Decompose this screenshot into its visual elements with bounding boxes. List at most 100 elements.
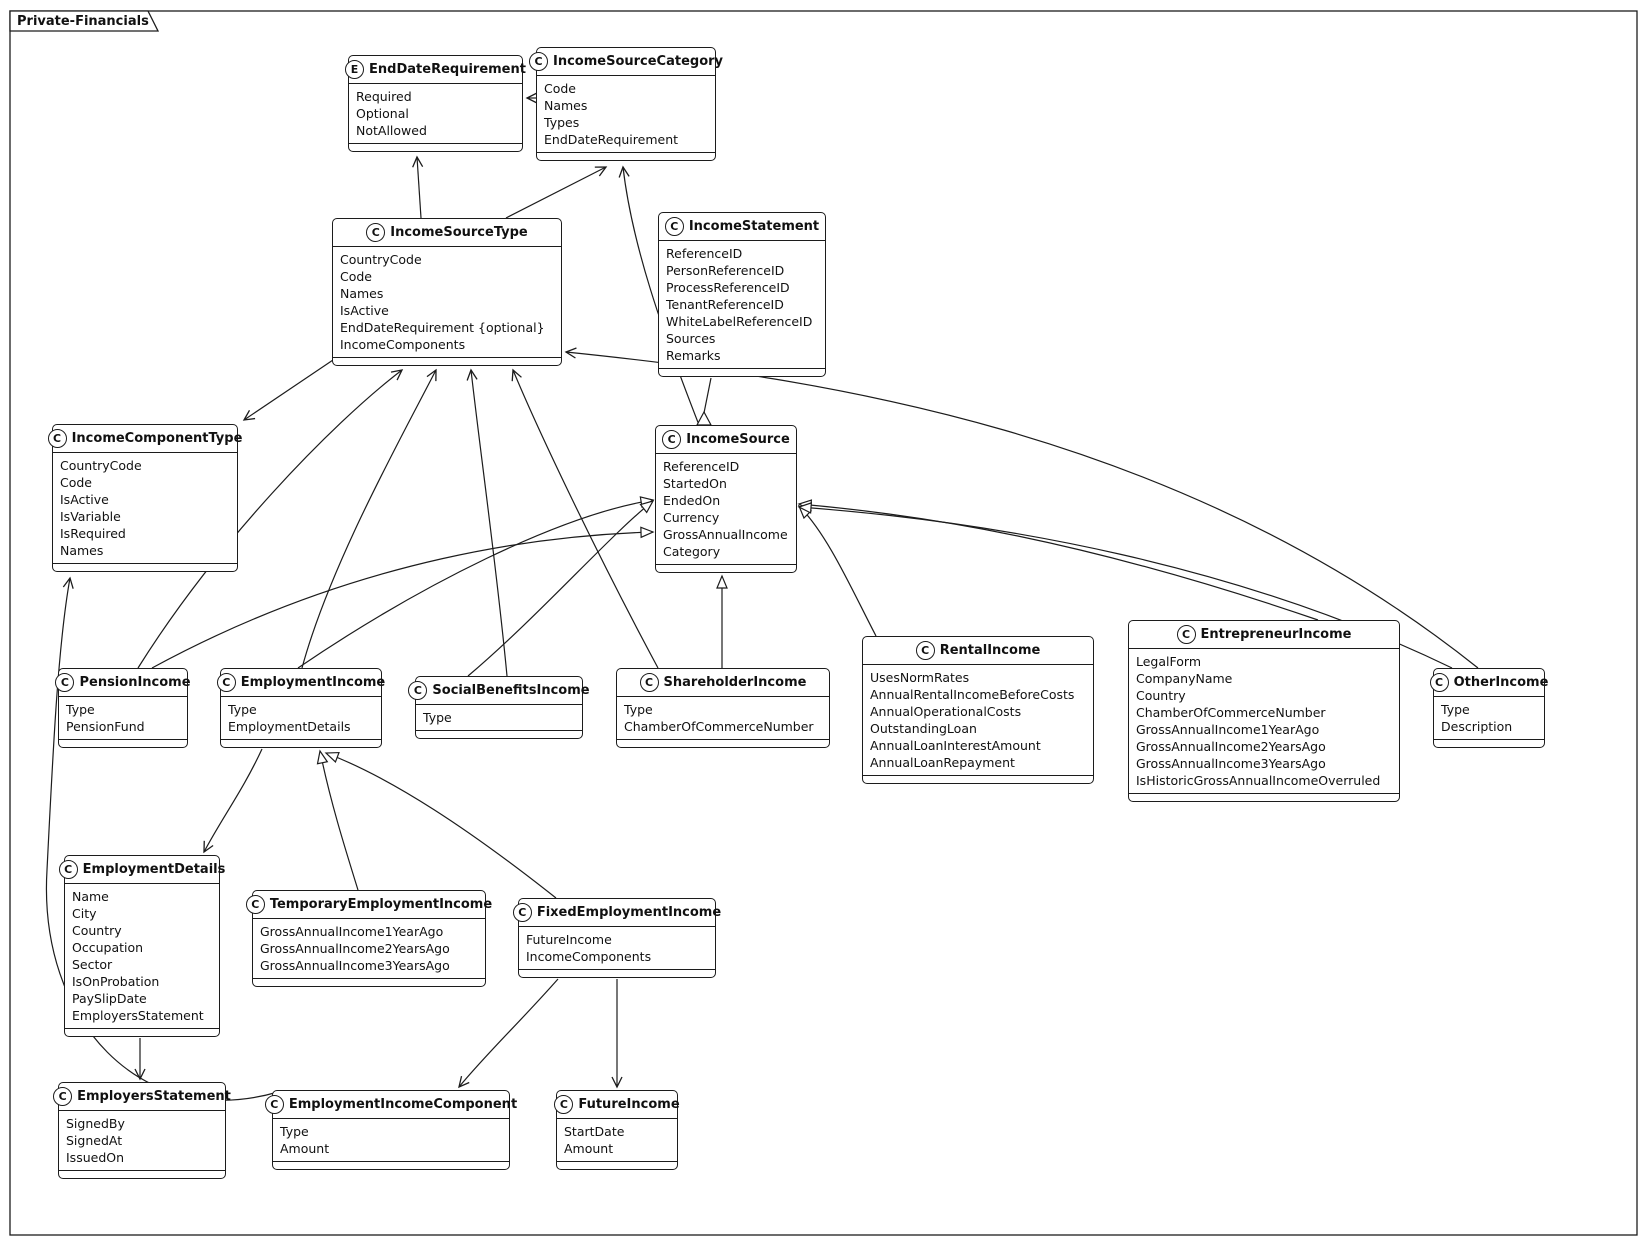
attribute: UsesNormRates (870, 670, 970, 685)
class-name: OtherIncome (1453, 675, 1549, 690)
methods-compartment-empty (65, 1028, 219, 1036)
attribute: IsVariable (60, 509, 121, 524)
attribute: GrossAnnualIncome2YearsAgo (1136, 739, 1326, 754)
attribute: AnnualRentalIncomeBeforeCosts (870, 687, 1075, 702)
attribute: ProcessReferenceID (666, 280, 790, 295)
attribute: EmploymentDetails (228, 719, 351, 734)
rel-IncomeStatement-IncomeSource (703, 377, 712, 414)
attribute: ReferenceID (666, 246, 743, 261)
attribute: Names (340, 286, 384, 301)
class-badge-icon: C (47, 429, 67, 448)
rel-TemporaryEmploymentIncome-EmploymentIncome (316, 749, 359, 891)
class-badge-icon: C (1429, 673, 1449, 692)
methods-compartment-empty (349, 143, 522, 151)
attribute: EmployersStatement (72, 1008, 204, 1023)
attribute: SignedAt (66, 1133, 123, 1148)
attribute: Optional (356, 106, 409, 121)
class-badge-icon: C (664, 217, 684, 236)
class-header: C IncomeStatement (659, 213, 825, 241)
attribute: OutstandingLoan (870, 721, 977, 736)
attribute: GrossAnnualIncome (663, 527, 788, 542)
class-name: TemporaryEmploymentIncome (269, 897, 493, 912)
attribute: GrossAnnualIncome1YearAgo (1136, 722, 1320, 737)
methods-compartment-empty (221, 739, 381, 747)
attribute: GrossAnnualIncome1YearAgo (260, 924, 444, 939)
class-name: IncomeStatement (688, 219, 820, 234)
attribute: Code (544, 81, 577, 96)
attribute: Type (66, 702, 95, 717)
attribute: Type (423, 710, 452, 725)
attribute: IncomeComponents (526, 949, 652, 964)
attribute: Sources (666, 331, 716, 346)
attribute: ReferenceID (663, 459, 740, 474)
rel-IncomeSource-IncomeSourceCategory (618, 165, 700, 426)
attribute: CountryCode (340, 252, 422, 267)
attribute: StartDate (564, 1124, 625, 1139)
class-badge-icon: C (245, 895, 265, 914)
methods-compartment-empty (1129, 793, 1399, 801)
attribute: SignedBy (66, 1116, 125, 1131)
class-badge-icon: C (662, 430, 682, 449)
attribute: GrossAnnualIncome3YearsAgo (260, 958, 450, 973)
class-name: EntrepreneurIncome (1200, 627, 1352, 642)
attribute: AnnualLoanInterestAmount (870, 738, 1041, 753)
attribute: EndedOn (663, 493, 721, 508)
class-badge-icon: C (216, 673, 236, 692)
class-name: EmploymentIncomeComponent (288, 1097, 518, 1112)
attribute: GrossAnnualIncome2YearsAgo (260, 941, 450, 956)
attribute: Occupation (72, 940, 144, 955)
attribute: PersonReferenceID (666, 263, 785, 278)
attribute: CompanyName (1136, 671, 1233, 686)
rel-IncomeSourceType-IncomeSourceCategory (505, 166, 608, 219)
class-header: C TemporaryEmploymentIncome (245, 891, 492, 919)
methods-compartment-empty (863, 775, 1093, 783)
class-name: EndDateRequirement (369, 62, 526, 77)
class-badge-icon: C (58, 860, 78, 879)
attribute: Types (544, 115, 580, 130)
frame-tab (9, 10, 160, 32)
attribute: Code (60, 475, 93, 490)
class-name: IncomeSource (686, 432, 790, 447)
attribute: IncomeComponents (340, 337, 466, 352)
class-header: C IncomeSource (656, 426, 796, 454)
attribute: Amount (280, 1141, 330, 1156)
